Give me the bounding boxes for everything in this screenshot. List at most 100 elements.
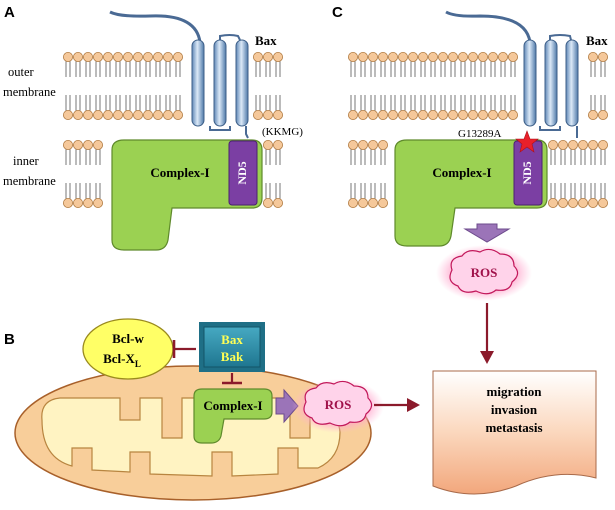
lipid-head [83,197,94,208]
outer-bilayer-a [63,52,283,121]
lipid-head [387,110,398,121]
bax-helix-c-1 [523,39,537,127]
lipid-head [73,110,84,121]
lipid-head [367,197,378,208]
lipid-head [447,110,458,121]
inner-membrane-label-1: inner [13,154,40,168]
lipid-head [588,197,599,208]
ros-label-b: ROS [325,397,352,412]
lipid-head [377,52,388,63]
lipid-head [83,52,94,63]
lipid-head [123,110,134,121]
lipid-head [467,52,478,63]
lipid-head [588,139,599,150]
lipid-head [272,197,283,208]
lipid-head [63,139,74,150]
lipid-head [73,52,84,63]
lipid-head [132,110,143,121]
panel-letter-a: A [4,4,15,21]
lipid-head [397,110,408,121]
bax-label-a: Bax [255,33,277,48]
lipid-head [272,139,283,150]
complex-i-label-c: Complex-I [432,165,491,180]
bcl-xl-base: Bcl-X [103,351,135,366]
lipid-head [447,52,458,63]
lipid-head [367,52,378,63]
mutation-label: G13289A [458,128,501,140]
lipid-head [457,52,468,63]
lipid-head [598,52,609,63]
lipid-head [347,139,358,150]
lipid-head [63,197,74,208]
complex-i-shape-c [394,139,548,247]
lipid-head [437,110,448,121]
lipid-head [357,52,368,63]
inner-bilayer-c [347,139,609,208]
outcome-metastasis: metastasis [485,420,542,435]
lipid-head [262,197,273,208]
bcl-xl-sub: L [135,359,141,369]
lipid-head [507,110,518,121]
lipid-head [113,110,124,121]
lipid-head [357,139,368,150]
lipid-head [132,52,143,63]
outcome-box [432,370,597,495]
lipid-head [113,52,124,63]
lipid-head [387,52,398,63]
lipid-head [497,52,508,63]
lipid-head [347,197,358,208]
lipid-head [457,110,468,121]
lipid-head [93,110,104,121]
lipid-head [487,52,498,63]
lipid-head [417,110,428,121]
lipid-head [152,52,163,63]
arrow-rosb-to-outcome-head [407,398,420,412]
lipid-head [252,52,263,63]
lipid-head [162,52,173,63]
lipid-head [357,110,368,121]
lipid-bilayers [63,52,609,208]
lipid-head [73,139,84,150]
lipid-head [272,52,283,63]
lipid-head [93,139,104,150]
lipid-head [262,52,273,63]
lipid-head [172,52,183,63]
lipid-head [93,197,104,208]
bax-label-c: Bax [586,33,608,48]
lipid-head [427,52,438,63]
lipid-head [93,52,104,63]
inner-bilayer-a [63,139,283,208]
lipid-head [467,110,478,121]
lipid-head [497,110,508,121]
lipid-head [487,110,498,121]
bcl-w-label: Bcl-w [112,331,144,346]
lipid-head [568,139,579,150]
lipid-head [568,197,579,208]
lipid-head [262,139,273,150]
lipid-head [152,110,163,121]
lipid-head [103,110,114,121]
complex-i-label-a: Complex-I [150,165,209,180]
outcome-invasion: invasion [491,402,538,417]
lipid-head [548,197,559,208]
lipid-head [477,110,488,121]
lipid-head [347,110,358,121]
lipid-head [377,197,388,208]
complex-i-shape-a [111,139,263,251]
lipid-head [397,52,408,63]
bcl-ellipse [82,318,174,380]
ros-cloud-c [449,248,519,295]
lipid-head [588,110,599,121]
lipid-head [417,52,428,63]
lipid-head [598,197,609,208]
nd5-label-a: ND5 [235,161,249,184]
bax-bak-box [203,326,261,368]
bcl-xl-label: Bcl-XL [103,351,141,369]
lipid-head [262,110,273,121]
lipid-head [377,139,388,150]
lipid-head [347,52,358,63]
lipid-head [377,110,388,121]
bax-b-label: Bax [221,332,243,347]
bax-helix-a-3 [235,39,249,127]
bax-linker-a [209,34,249,139]
